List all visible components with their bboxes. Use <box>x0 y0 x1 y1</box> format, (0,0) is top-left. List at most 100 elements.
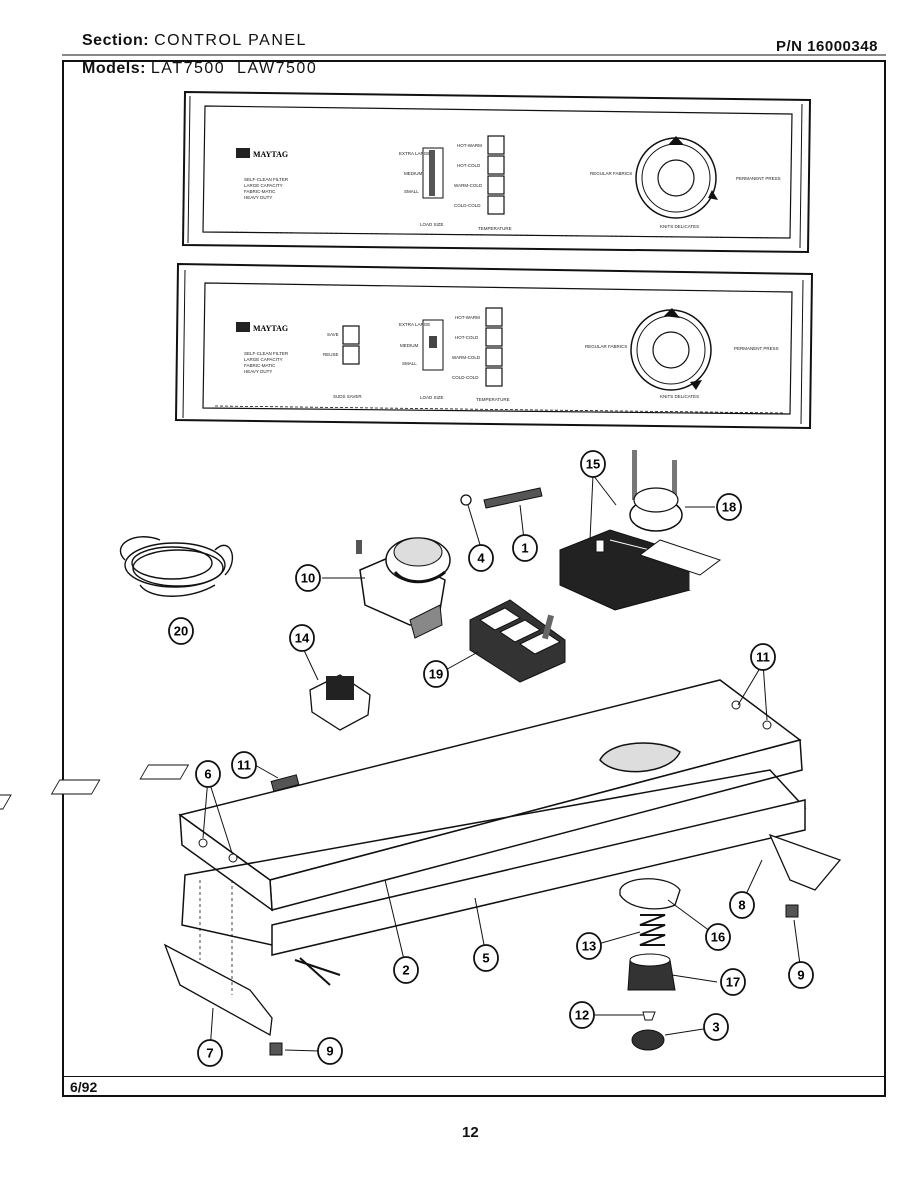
load-size-label: SMALL <box>402 361 417 366</box>
models-title: Models: LAT7500 LAW7500 <box>82 60 317 78</box>
callout-label: 12 <box>575 1008 589 1023</box>
callout-label: 2 <box>402 963 409 978</box>
screw <box>731 700 741 710</box>
regular-fabrics-label: REGULAR FABRICS <box>590 171 632 176</box>
callout-1: 1 <box>512 534 538 562</box>
end-cap <box>163 943 273 1037</box>
load-size-slider-scale <box>429 150 435 196</box>
callout-2: 2 <box>393 956 419 984</box>
regular-fabrics-label: REGULAR FABRICS <box>585 344 627 349</box>
cycle-dial <box>630 308 712 391</box>
relay <box>309 674 371 731</box>
brand-logo-icon <box>236 148 250 158</box>
callout-label: 6 <box>204 767 211 782</box>
bracket <box>768 833 842 891</box>
diagram-frame <box>62 60 886 1097</box>
callout-label: 20 <box>174 624 188 639</box>
clip-nut <box>269 1042 283 1056</box>
footer-divider <box>62 1076 886 1077</box>
callout-12: 12 <box>569 1001 595 1029</box>
clip-ring <box>460 494 472 506</box>
callout-label: 15 <box>586 457 600 472</box>
callout-18: 18 <box>716 493 742 521</box>
switch-assembly <box>559 450 722 611</box>
load-size-label: EXTRA LARGE <box>399 151 430 156</box>
section-title: Section: CONTROL PANEL <box>82 32 307 50</box>
frame-slots <box>0 764 190 810</box>
callout-label: 19 <box>429 667 443 682</box>
temperature-caption: TEMPERATURE <box>476 397 510 402</box>
permanent-press-label: PERMANENT PRESS <box>736 176 781 181</box>
load-size-caption: LOAD SIZE <box>420 395 444 400</box>
feature-line: SELF-CLEAN FILTER <box>244 177 289 182</box>
temperature-label: WARM-COLD <box>454 183 483 188</box>
brand-name: MAYTAG <box>253 324 288 333</box>
section-value: CONTROL PANEL <box>154 32 307 49</box>
feature-line: FABRIC-MATIC <box>244 363 276 368</box>
callout-label: 4 <box>477 551 485 566</box>
page-number: 12 <box>462 1124 479 1141</box>
callout-label: 11 <box>237 758 251 773</box>
callout-label: 1 <box>521 541 528 556</box>
control-panel-top: MAYTAG SELF-CLEAN FILTER LARGE CAPACITY … <box>181 90 812 254</box>
save-button <box>342 325 360 345</box>
temperature-label: WARM-COLD <box>452 355 481 360</box>
callout-8: 8 <box>729 891 755 919</box>
callout-19: 19 <box>423 660 449 688</box>
delicates-label: KNITS DELICATES <box>660 224 699 229</box>
screw <box>294 959 341 976</box>
revision-date: 6/92 <box>70 1079 98 1095</box>
callout-11: 11 <box>750 643 776 671</box>
callout-label: 8 <box>738 898 745 913</box>
callout-6: 6 <box>195 760 221 788</box>
feature-line: LARGE CAPACITY <box>244 357 283 362</box>
callout-label: 14 <box>295 631 310 646</box>
part-number: P/N 16000348 <box>776 38 878 55</box>
rinse-caption: SUDS SAVER <box>333 394 362 399</box>
screw <box>228 853 238 863</box>
load-size-label: EXTRA LARGE <box>399 322 430 327</box>
feature-line: HEAVY DUTY <box>244 195 272 200</box>
rinse-option-label: REUSE <box>323 352 339 357</box>
screw <box>762 720 772 730</box>
callout-label: 3 <box>712 1020 719 1035</box>
load-size-caption: LOAD SIZE <box>420 222 444 227</box>
temperature-label: HOT-WARM <box>455 315 480 320</box>
screw <box>299 957 331 986</box>
callout-15: 15 <box>580 450 606 478</box>
permanent-press-label: PERMANENT PRESS <box>734 346 779 351</box>
clip <box>270 774 300 792</box>
screw <box>198 838 208 848</box>
callout-9: 9 <box>788 961 814 989</box>
section-label: Section: <box>82 32 150 49</box>
callout-label: 11 <box>756 650 770 665</box>
shaft-spring <box>483 487 543 509</box>
callout-7: 7 <box>197 1039 223 1067</box>
temperature-label: HOT-WARM <box>457 143 482 148</box>
temperature-label: COLD-COLD <box>452 375 479 380</box>
callout-label: 17 <box>726 975 740 990</box>
callout-20: 20 <box>168 617 194 645</box>
callout-5: 5 <box>473 944 499 972</box>
delicates-label: KNITS DELICATES <box>660 394 699 399</box>
brand-logo-icon <box>236 322 250 332</box>
feature-line: HEAVY DUTY <box>244 369 272 374</box>
load-size-label: SMALL <box>404 189 419 194</box>
dial-mount <box>619 878 681 1051</box>
callout-13: 13 <box>576 932 602 960</box>
clip-nut <box>785 904 799 918</box>
temperature-buttons <box>487 135 505 215</box>
temperature-caption: TEMPERATURE <box>478 226 512 231</box>
timer <box>356 537 451 639</box>
reuse-button <box>342 345 360 365</box>
load-size-slider-knob <box>429 336 437 348</box>
rinse-option-label: SAVE <box>327 332 339 337</box>
feature-line: LARGE CAPACITY <box>244 183 283 188</box>
callout-label: 9 <box>326 1044 333 1059</box>
callout-label: 7 <box>206 1046 213 1061</box>
callout-3: 3 <box>703 1013 729 1041</box>
temperature-label: HOT-COLD <box>457 163 481 168</box>
callout-11: 11 <box>231 751 257 779</box>
